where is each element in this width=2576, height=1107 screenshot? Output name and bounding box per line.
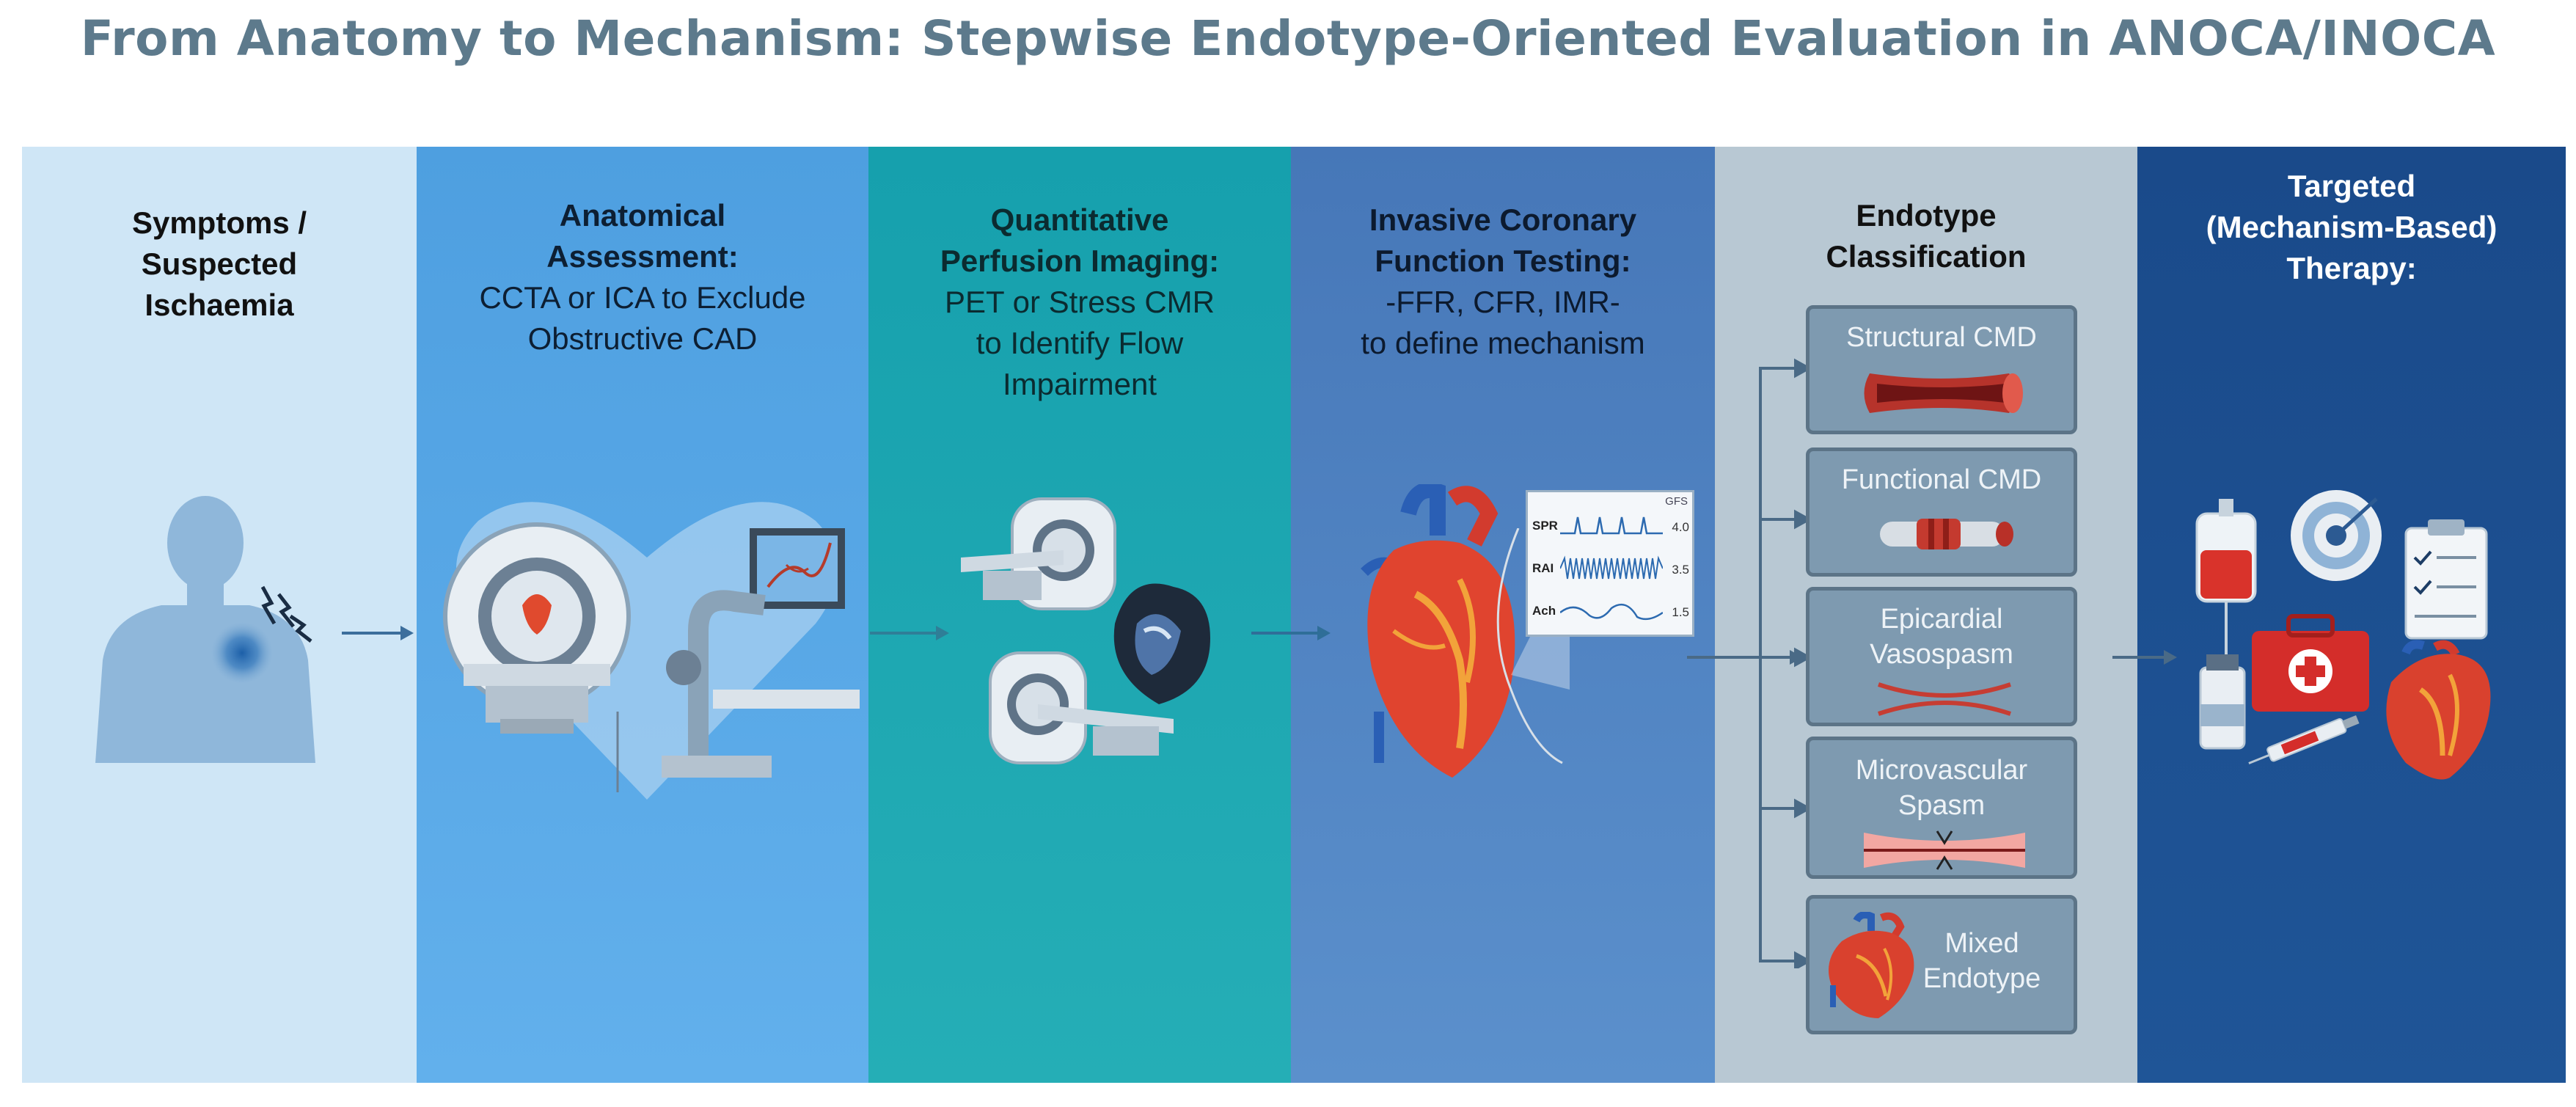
panel-therapy — [2137, 147, 2566, 1083]
crossed-vessel-icon — [1878, 682, 2011, 716]
endotype-label: Microvascular — [1855, 755, 2028, 786]
step-description: CCTA or ICA to Exclude — [479, 280, 806, 315]
monitor-row-label: SPR — [1532, 519, 1558, 533]
endotype-label: Vasospasm — [1870, 639, 2013, 670]
monitor-corner-label: GFS — [1665, 495, 1688, 508]
heart-pressure-wire-icon — [1361, 484, 1515, 778]
step-description: to Identify Flow — [976, 326, 1184, 360]
step-invasive-text: Invasive Coronary Function Testing: -FFR… — [1291, 200, 1715, 364]
heart-icon — [1829, 912, 1914, 1018]
endotype-structural-cmd: Structural CMD — [1806, 305, 2077, 434]
monitor-row-value: 4.0 — [1672, 520, 1689, 534]
step-description: PET or Stress CMR — [945, 285, 1215, 319]
step-heading: Suspected — [141, 246, 298, 281]
endotype-branch-connector — [1759, 358, 1812, 968]
constricted-vessel-icon — [1880, 519, 2013, 549]
monitor-row: RAI 3.5 — [1532, 551, 1689, 588]
endotype-label: Functional CMD — [1841, 464, 2042, 495]
step-heading: Classification — [1826, 239, 2027, 274]
step-perfusion-text: Quantitative Perfusion Imaging: PET or S… — [868, 200, 1291, 405]
therapy-medication-icon — [2195, 490, 2491, 780]
pet-cmr-scanner-icon — [961, 497, 1210, 764]
monitor-row: Ach 1.5 — [1532, 593, 1689, 630]
endotype-mixed: Mixed Endotype — [1806, 895, 2077, 1034]
endotype-label: Endotype — [1922, 963, 2041, 994]
step-description: Obstructive CAD — [527, 321, 758, 356]
endotype-label: Mixed — [1944, 928, 2019, 959]
waveform-icon — [1560, 555, 1663, 580]
ct-scanner-angiography-icon — [443, 502, 860, 800]
panel-perfusion — [868, 147, 1291, 1083]
endotype-label: Epicardial — [1880, 604, 2003, 635]
step-therapy-text: Targeted (Mechanism-Based) Therapy: — [2137, 166, 2566, 289]
patient-chest-pain-icon — [95, 496, 315, 763]
waveform-icon — [1560, 516, 1663, 535]
flow-arrow — [870, 626, 949, 640]
hemodynamic-monitor: GFS SPR 4.0 RAI 3.5 Ach 1.5 — [1526, 490, 1694, 637]
pinched-vessel-icon — [1864, 830, 2025, 870]
step-heading: Symptoms / — [131, 205, 307, 240]
step-description: -FFR, CFR, IMR- — [1386, 285, 1620, 319]
endotype-functional-cmd: Functional CMD — [1806, 447, 2077, 577]
step-heading: Assessment: — [546, 239, 739, 274]
monitor-row-label: Ach — [1532, 604, 1556, 618]
step-symptoms-text: Symptoms / Suspected Ischaemia — [22, 202, 417, 326]
monitor-row-value: 1.5 — [1672, 605, 1689, 619]
step-anatomical-text: Anatomical Assessment: CCTA or ICA to Ex… — [417, 195, 868, 359]
monitor-row-label: RAI — [1532, 561, 1554, 575]
step-heading: Endotype — [1856, 198, 1997, 233]
step-heading: Perfusion Imaging: — [940, 244, 1220, 278]
waveform-icon — [1560, 603, 1663, 621]
endotype-label: Structural CMD — [1846, 322, 2037, 353]
endotype-microvascular-spasm: Microvascular Spasm — [1806, 737, 2077, 879]
step-heading: Quantitative — [990, 202, 1169, 237]
step-heading: (Mechanism-Based) — [2206, 210, 2498, 244]
monitor-row: SPR 4.0 — [1532, 508, 1689, 545]
narrowed-vessel-icon — [1864, 373, 2023, 413]
flow-arrow — [342, 626, 414, 640]
pressure-wire — [1496, 528, 1563, 764]
endotype-epicardial-vasospasm: Epicardial Vasospasm — [1806, 587, 2077, 726]
flow-arrow — [2112, 650, 2177, 665]
monitor-row-value: 3.5 — [1672, 563, 1689, 577]
step-heading: Anatomical — [559, 198, 726, 233]
step-description: to define mechanism — [1361, 326, 1645, 360]
step-heading: Invasive Coronary — [1369, 202, 1637, 237]
step-description: Impairment — [1002, 367, 1157, 401]
step-endotype-text: Endotype Classification — [1715, 195, 2137, 277]
step-heading: Targeted — [2287, 169, 2416, 203]
endotype-label: Spasm — [1898, 790, 1986, 821]
page-title: From Anatomy to Mechanism: Stepwise Endo… — [80, 10, 2496, 67]
step-heading: Function Testing: — [1375, 244, 1631, 278]
flow-arrow — [1251, 626, 1331, 640]
step-heading: Therapy: — [2286, 251, 2417, 285]
step-heading: Ischaemia — [144, 288, 294, 322]
